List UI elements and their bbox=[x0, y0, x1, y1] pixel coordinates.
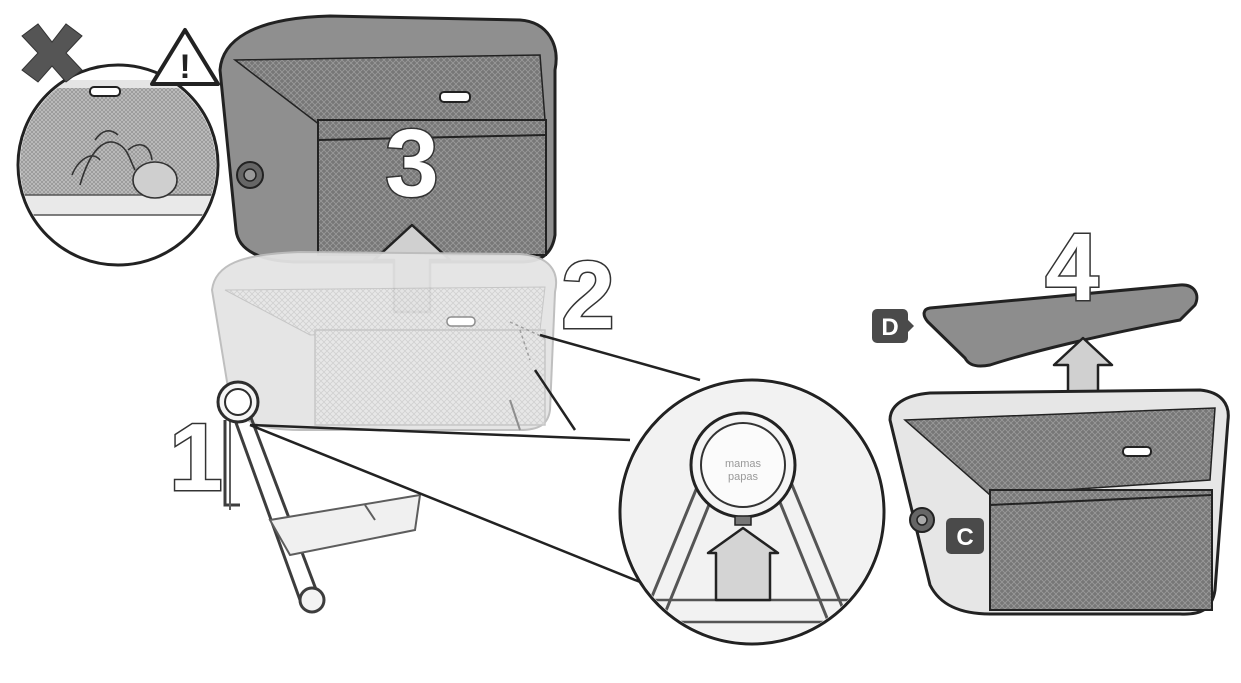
baby-illustration bbox=[71, 130, 178, 199]
svg-text:C: C bbox=[956, 524, 973, 551]
brand-line-1: mamas bbox=[725, 458, 762, 470]
step-number-1: 1 bbox=[169, 404, 222, 511]
warning-triangle-icon: ! bbox=[150, 28, 220, 86]
zoom-lines bbox=[249, 333, 701, 592]
label-badge-c: C bbox=[946, 518, 984, 554]
label-badge-d: D bbox=[872, 309, 914, 343]
svg-text:D: D bbox=[881, 314, 898, 341]
cot-body bbox=[888, 388, 1230, 616]
warning-inset: ! bbox=[16, 23, 220, 267]
push-arrow-icon bbox=[706, 526, 780, 602]
warning-symbol: ! bbox=[179, 48, 190, 86]
step-number-3: 3 bbox=[385, 110, 438, 217]
step-number-4: 4 bbox=[1045, 214, 1098, 321]
handle-icon bbox=[89, 86, 121, 97]
step-number-2: 2 bbox=[561, 242, 614, 349]
cot-frame-faded bbox=[210, 250, 558, 614]
detail-magnifier: mamas papas bbox=[618, 378, 886, 646]
brand-line-2: papas bbox=[728, 471, 758, 483]
cross-icon bbox=[21, 23, 83, 83]
mattress bbox=[922, 283, 1199, 368]
